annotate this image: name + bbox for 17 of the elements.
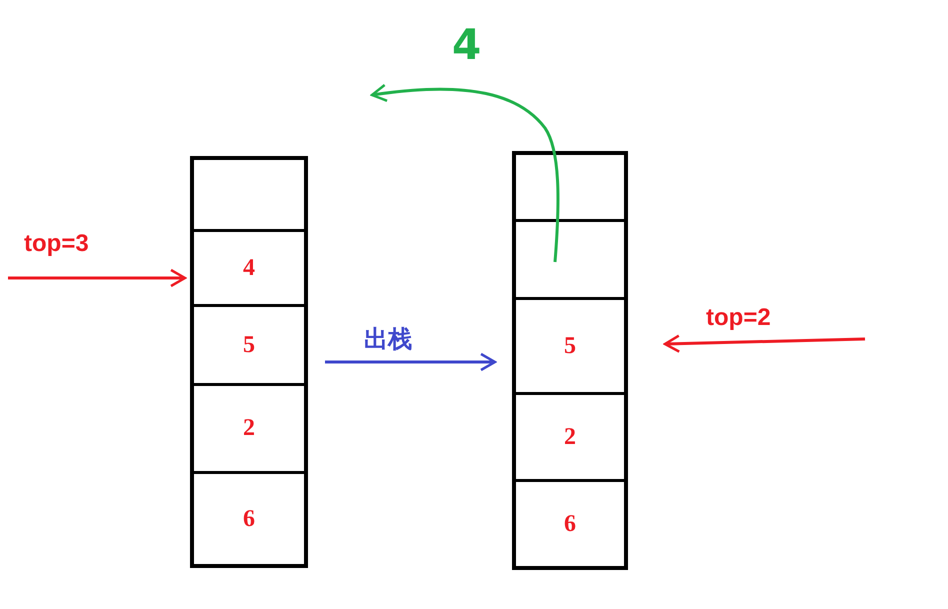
arrow — [664, 334, 866, 353]
stack-box — [190, 156, 308, 568]
arrow — [8, 268, 186, 288]
arrow — [325, 352, 496, 372]
cell-value: 5 — [564, 332, 576, 360]
arrow — [370, 84, 560, 262]
cell-value: 6 — [564, 510, 576, 538]
cell-value: 5 — [243, 332, 255, 358]
edge-label: 4 — [452, 20, 482, 69]
edge-label: top=2 — [706, 304, 771, 332]
edge-label: 出栈 — [364, 325, 412, 355]
cell-value: 6 — [243, 506, 255, 532]
edge-label: top=3 — [24, 230, 89, 258]
cell-value: 2 — [564, 424, 576, 450]
stack-box — [512, 151, 628, 570]
cell-value: 2 — [243, 415, 255, 442]
cell-value: 4 — [243, 254, 255, 282]
